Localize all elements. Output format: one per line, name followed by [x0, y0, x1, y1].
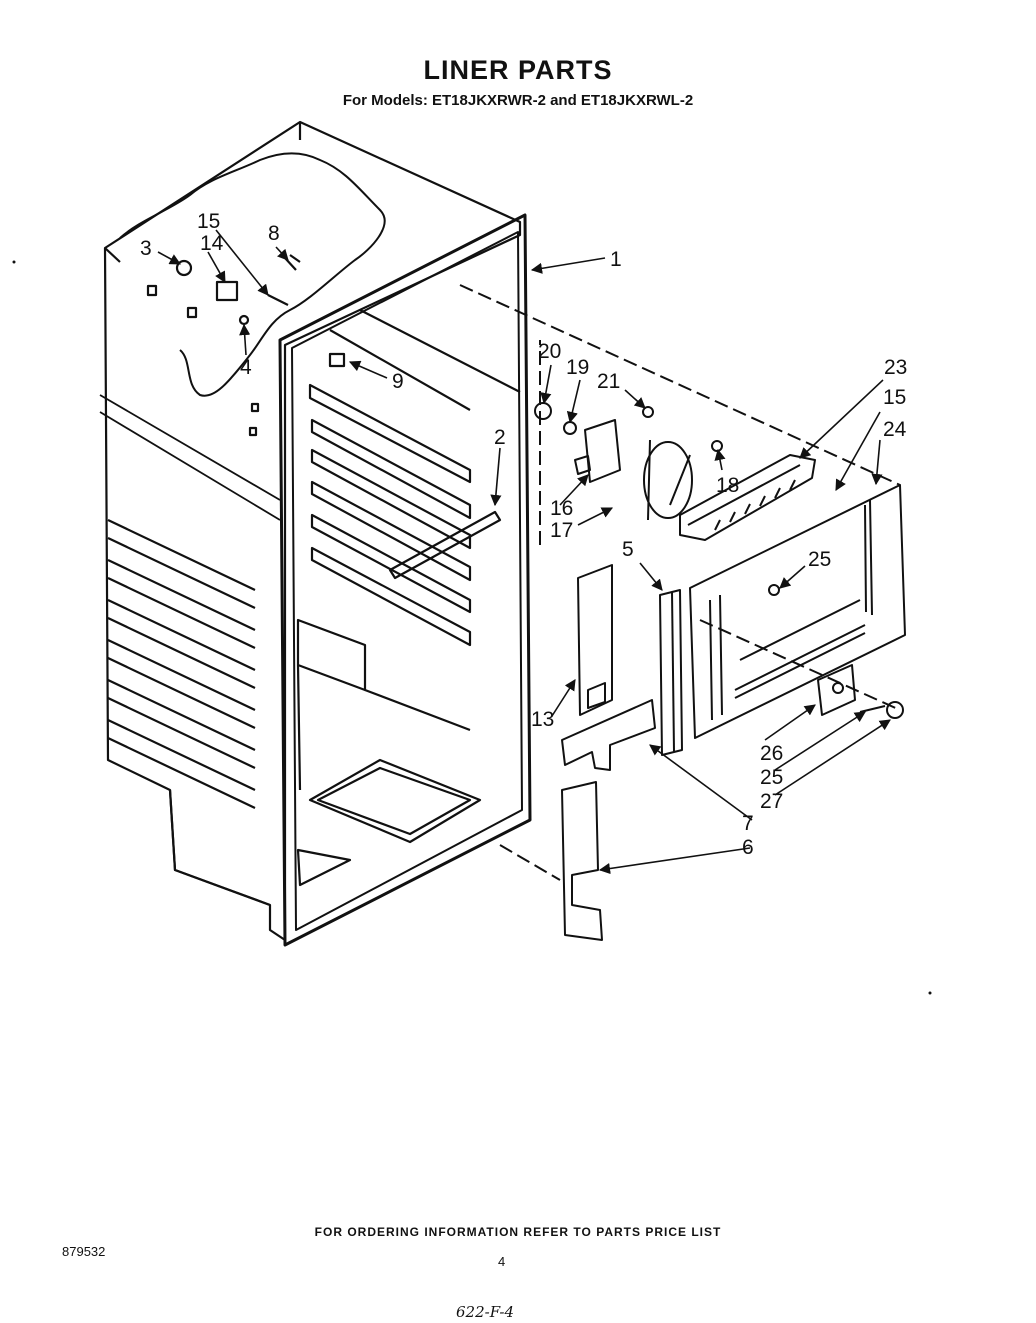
callout-labels: 1 2 3 4 5 6 7 8 9 13 14 15 15 16 17 18 1… — [140, 210, 907, 859]
model-subtitle: For Models: ET18JKXRWR-2 and ET18JKXRWL-… — [342, 92, 694, 109]
callout-14: 14 — [200, 232, 224, 255]
callout-18: 18 — [716, 474, 739, 497]
callout-19: 19 — [566, 356, 589, 379]
evaporator-assembly — [459, 284, 906, 941]
callout-15: 15 — [883, 386, 906, 409]
scan-speck — [928, 991, 932, 995]
callout-9: 9 — [392, 370, 404, 393]
callout-25: 25 — [760, 766, 783, 789]
callout-7: 7 — [742, 812, 754, 835]
callout-8: 8 — [268, 222, 280, 245]
page-title: LINER PARTS — [423, 55, 613, 85]
callout-24: 24 — [883, 418, 907, 441]
callout-20: 20 — [538, 340, 561, 363]
callout-16: 16 — [550, 497, 573, 520]
callout-3: 3 — [140, 237, 152, 260]
callout-26: 26 — [760, 742, 783, 765]
scan-speck — [12, 260, 16, 264]
leader-lines — [157, 229, 891, 875]
callout-27: 27 — [760, 790, 783, 813]
callout-15: 15 — [197, 210, 220, 233]
cabinet-liner — [99, 120, 532, 947]
callout-23: 23 — [884, 356, 907, 379]
callout-25: 25 — [808, 548, 831, 571]
document-number: 879532 — [62, 1244, 106, 1259]
callout-21: 21 — [597, 370, 620, 393]
callout-4: 4 — [240, 356, 252, 379]
ordering-note: FOR ORDERING INFORMATION REFER TO PARTS … — [314, 1225, 722, 1239]
callout-13: 13 — [531, 708, 554, 731]
page-number: 4 — [498, 1254, 506, 1269]
callout-17: 17 — [550, 519, 573, 542]
handwritten-code: 622-F-4 — [456, 1303, 515, 1321]
callout-5: 5 — [622, 538, 634, 561]
callout-1: 1 — [610, 248, 622, 271]
callout-2: 2 — [494, 426, 506, 449]
callout-6: 6 — [742, 836, 754, 859]
